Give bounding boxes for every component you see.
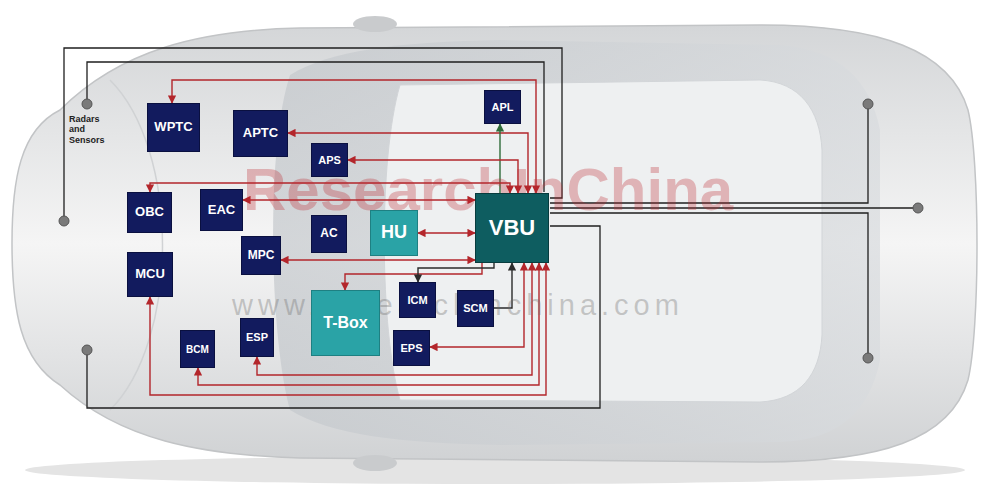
module-box: APL (484, 90, 521, 124)
module-box: APTC (233, 110, 288, 157)
sensor-dot (59, 99, 923, 363)
node-label: OBC (135, 205, 164, 219)
node-label: BCM (186, 344, 209, 355)
node-label: EAC (208, 203, 235, 217)
module-box: T-Box (311, 290, 380, 356)
module-box: EAC (200, 189, 243, 231)
module-box: MCU (127, 252, 173, 297)
module-box: ESP (240, 318, 274, 357)
mirror (353, 455, 397, 471)
signal-connector (418, 263, 494, 282)
node-label: SCM (463, 302, 487, 314)
module-box: EPS (393, 330, 430, 366)
signal-connector (281, 259, 475, 260)
signal-connector (198, 263, 539, 385)
module-box: APS (311, 143, 348, 177)
node-label: MCU (135, 267, 165, 281)
car-body (12, 25, 977, 462)
signal-connector (418, 232, 475, 233)
car-glass (273, 40, 880, 445)
car-roof (384, 80, 822, 402)
sensor-wires (64, 48, 918, 408)
sensor-label: Radars and Sensors (69, 114, 113, 145)
module-box: MPC (241, 236, 281, 275)
module-box: WPTC (147, 103, 200, 152)
node-label: VBU (489, 216, 535, 240)
signal-connector (150, 263, 546, 395)
node-label: ESP (246, 331, 268, 343)
module-box: AC (311, 215, 347, 253)
node-label: MPC (248, 249, 275, 262)
node-label: AC (320, 227, 337, 240)
node-label: EPS (400, 342, 422, 354)
node-label: APTC (243, 126, 278, 140)
node-label: APL (492, 101, 514, 113)
node-label: APS (318, 154, 341, 166)
module-box: ICM (399, 282, 436, 318)
mirror (353, 16, 397, 32)
node-label: HU (381, 223, 407, 243)
module-box: OBC (127, 192, 172, 233)
node-label: WPTC (154, 120, 192, 134)
module-box: SCM (457, 290, 494, 327)
node-label: T-Box (323, 314, 367, 332)
module-box: HU (370, 210, 418, 256)
gateway-box: VBU (475, 193, 549, 263)
module-box: BCM (180, 330, 215, 368)
node-label: ICM (407, 294, 427, 306)
